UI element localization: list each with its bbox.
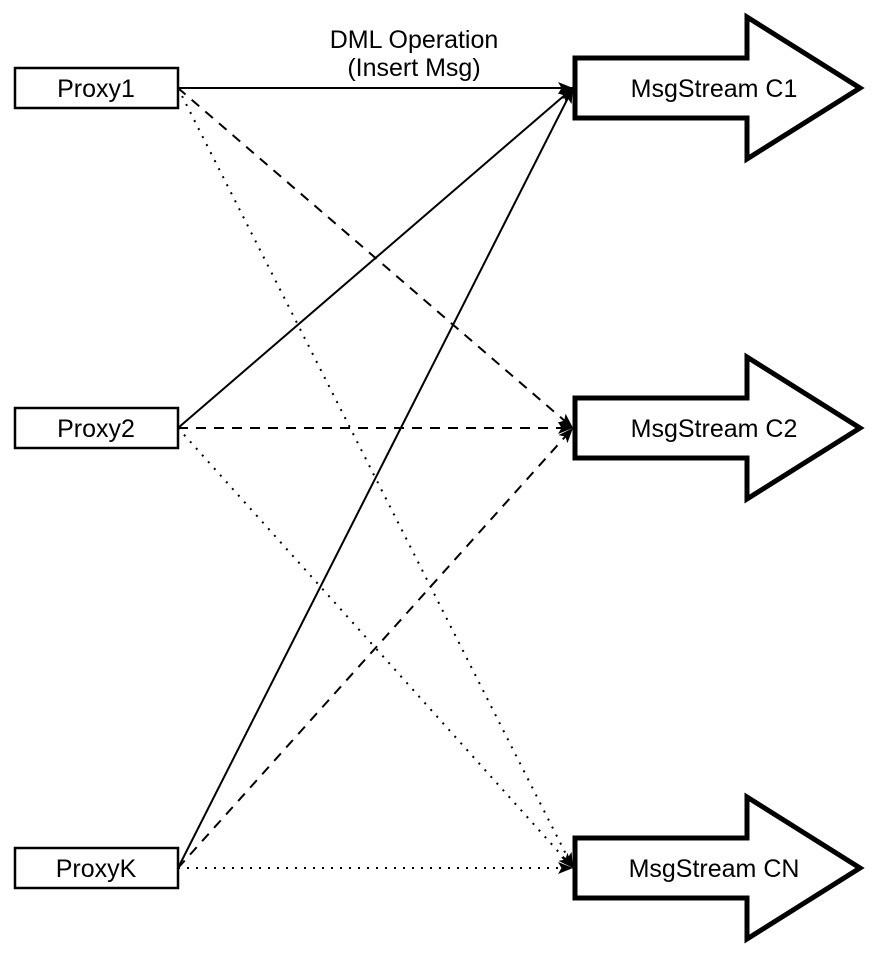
proxyk-box <box>13 846 180 890</box>
proxy2-box <box>13 406 180 450</box>
msgstream-c1-arrow-shape <box>572 12 865 164</box>
stream-node-c1: MsgStream C1 <box>572 12 865 164</box>
msgstream-cn-arrow-shape <box>572 792 865 944</box>
proxyk-label: ProxyK <box>56 855 137 883</box>
proxy-node-proxy1: Proxy1 <box>13 66 180 110</box>
msgstream-c1-label: MsgStream C1 <box>631 75 798 103</box>
proxy-node-proxyk: ProxyK <box>13 846 180 890</box>
edges <box>177 82 574 874</box>
proxy1-label: Proxy1 <box>57 75 135 103</box>
proxy1-box <box>13 66 180 110</box>
stream-node-cn: MsgStream CN <box>572 792 865 944</box>
proxy-node-proxy2: Proxy2 <box>13 406 180 450</box>
edge-proxyk-to-c2 <box>177 427 574 869</box>
msgstream-c2-label: MsgStream C2 <box>631 415 798 443</box>
edge-proxyk-to-c1 <box>177 87 574 869</box>
proxy2-label: Proxy2 <box>57 415 135 443</box>
edge-proxy2-to-c1 <box>177 87 574 429</box>
msgstream-cn-label: MsgStream CN <box>629 855 800 883</box>
stream-node-c2: MsgStream C2 <box>572 352 865 504</box>
edge-proxy1-to-cn <box>177 87 574 869</box>
diagram-title-line2: (Insert Msg) <box>347 54 480 82</box>
msgstream-c2-arrow-shape <box>572 352 865 504</box>
diagram-title-line1: DML Operation <box>330 26 499 54</box>
